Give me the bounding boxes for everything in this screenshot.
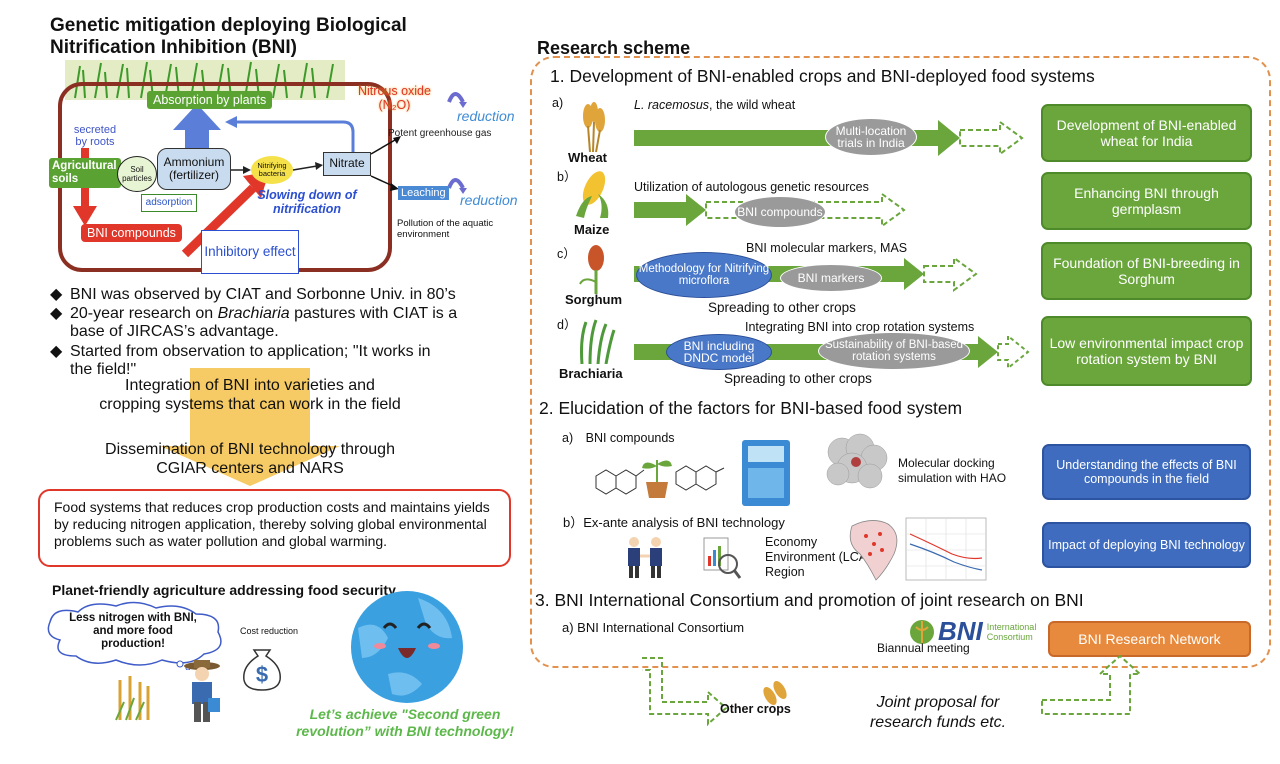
row-d-ellipse-1: BNI including DNDC model [666,334,772,370]
section-3-title: 3. BNI International Consortium and prom… [535,590,1084,610]
ammonium-box: Ammonium (fertilizer) [157,148,231,190]
section-2a-label: a) BNI compounds [562,431,675,445]
row-b-arrow [634,192,906,228]
section-2-title: 2. Elucidation of the factors for BNI-ba… [539,398,963,418]
row-b-result-box: Enhancing BNI through germplasm [1041,172,1252,230]
diagram-graphics [58,60,467,272]
bni-research-network-box: BNI Research Network [1048,621,1251,657]
other-crops-label: Other crops [720,702,791,716]
row-a-arrow [634,120,1024,156]
svg-text:$: $ [256,662,268,687]
adsorption-box: adsorption [141,194,197,212]
row-c-result-box: Foundation of BNI-breeding in Sorghum [1041,242,1252,300]
bullet-2: ◆20-year research on Brachiaria pastures… [50,305,458,340]
econ-item-economy: Economy [765,535,818,549]
people-handshake-icon [628,537,662,578]
research-scheme-title: Research scheme [537,38,691,58]
bni-logo-icon [910,619,934,644]
row-d-desc: Integrating BNI into crop rotation syste… [745,320,975,334]
maize-icon [576,171,609,218]
nitrous-oxide-label: Nitrous oxide(N₂O) [358,84,431,112]
row-b-ellipse: BNI compounds [734,196,826,228]
row-d-ellipse-2: Sustainability of BNI-based rotation sys… [818,332,970,370]
row-c-letter: c） [557,247,576,261]
wheat-plant-icon [115,676,150,721]
brachiaria-label: Brachiaria [559,366,623,381]
cost-reduction-label: Cost reduction [240,626,299,636]
yellow-arrow [160,368,340,486]
row-b-letter: b） [557,170,577,184]
section-2b-label: b）Ex-ante analysis of BNI technology [563,515,785,530]
section-1-title: 1. Development of BNI-enabled crops and … [550,66,1095,86]
nitrate-box: Nitrate [323,152,371,176]
row-c-ellipse-1: Methodology for Nitrifying microflora [636,252,772,298]
bottom-dashed-arrows [642,654,1143,727]
planet-title: Planet-friendly agriculture addressing f… [52,582,396,598]
scheme-frame [530,56,1271,668]
row-a-ellipse: Multi-location trials in India [825,118,917,156]
row-d-below: Spreading to other crops [724,371,872,386]
bni-consortium-logo: BNI International Consortium [908,616,1049,647]
biannual-label: Biannual meeting [877,641,970,655]
farmer-icon [184,660,220,722]
econ-item-region: Region [765,565,805,579]
cloud-text: Less nitrogen with BNI, and more food pr… [69,612,197,650]
agri-soils-label: Agricultural soils [49,158,121,188]
wheat-label: Wheat [568,150,607,165]
row-a-letter: a) [552,96,564,110]
secreted-label: secreted by roots [73,124,117,148]
econ-item-environment: Environment (LCA) [765,550,872,564]
section-2b-result-box: Impact of deploying BNI technology [1042,522,1251,568]
docking-label: Molecular docking simulation with HAO [898,456,1007,485]
section-2a-result-box: Understanding the effects of BNI compoun… [1042,444,1251,500]
leaching-label: Leaching [398,186,449,200]
row-b-desc: Utilization of autologous genetic resour… [634,180,869,194]
thought-cloud [47,601,222,670]
soil-particles: Soil particles [117,156,157,192]
chemical-structure-icon [595,465,725,495]
maize-label: Maize [574,222,610,237]
econ-list: Economy Environment (LCA) Region [765,535,871,580]
plant-pot-icon [642,460,672,498]
main-title: Genetic mitigation deploying Biological … [50,15,407,58]
smiling-earth-icon [351,591,463,703]
row-c-below: Spreading to other crops [708,300,856,315]
nitrifying-bacteria: Nitrifying bacteria [251,156,293,184]
sorghum-label: Sorghum [565,292,623,307]
absorption-label: Absorption by plants [147,91,273,109]
food-systems-box: Food systems that reduces crop productio… [38,489,511,567]
slowing-label: Slowing down of nitrification [257,188,357,216]
other-crops-icon [763,680,787,706]
bni-compounds-label: BNI compounds [81,224,182,242]
sorghum-icon [579,245,604,294]
row-a-desc: L. racemosus, the wild wheat [634,98,796,112]
bullet-3: ◆Started from observation to application… [50,343,431,378]
row-c-desc: BNI molecular markers, MAS [746,241,908,255]
row-d-letter: d） [557,318,577,332]
lab-instrument-icon [742,440,790,506]
money-bag-icon: $ [243,649,281,691]
row-a-result-box: Development of BNI-enabled wheat for Ind… [1041,104,1252,162]
row-d-result-box: Low environmental impact crop rotation s… [1041,316,1252,386]
protein-structure-icon [826,433,888,489]
reduction-label-top: reduction [457,108,515,124]
brachiaria-icon [580,319,616,364]
analysis-magnifier-icon [703,537,742,579]
inhibitory-box: Inhibitory effect [201,230,299,274]
wheat-icon [583,102,605,152]
row-c-ellipse-2: BNI markers [780,264,882,292]
pollution-label: Pollution of the aquatic environment [397,218,494,240]
section-3a-label: a) BNI International Consortium [562,620,745,635]
bullet-1: ◆BNI was observed by CIAT and Sorbonne U… [50,286,456,303]
bni-diagram: Absorption by plants Nitrous oxide(N₂O) … [49,58,525,280]
reduction-label-bottom: reduction [460,192,518,208]
india-map-icon [849,517,987,581]
potent-label: Potent greenhouse gas [388,128,492,139]
